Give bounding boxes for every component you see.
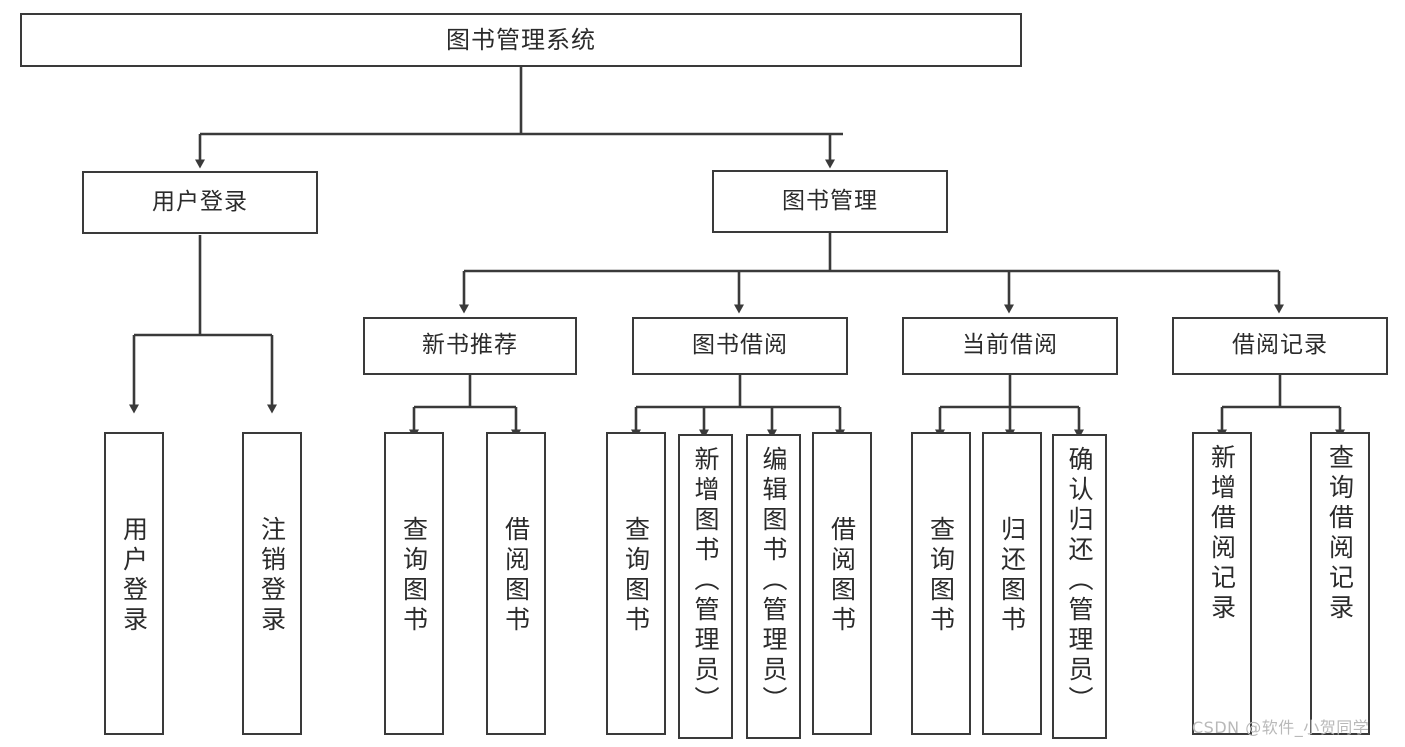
node-borrow-record[interactable]: 借阅记录	[1172, 317, 1388, 375]
leaf-borrow-book-recommend-label: 借阅图书	[501, 516, 531, 636]
leaf-add-borrow-record-label: 新增借阅记录	[1207, 444, 1237, 624]
node-root[interactable]: 图书管理系统	[20, 13, 1022, 67]
leaf-query-book-current-label: 查询图书	[926, 516, 956, 636]
node-book-borrow-label: 图书借阅	[692, 332, 788, 359]
leaf-query-borrow-record[interactable]: 查询借阅记录	[1310, 432, 1370, 735]
leaf-query-book-recommend-label: 查询图书	[399, 516, 429, 636]
leaf-edit-book-admin[interactable]: 编辑图书（管理员）	[746, 434, 801, 739]
node-new-book-recommend-label: 新书推荐	[422, 332, 518, 359]
leaf-edit-book-admin-label: 编辑图书（管理员）	[759, 446, 788, 716]
leaf-query-book-borrow-label: 查询图书	[621, 516, 651, 636]
leaf-query-book-borrow[interactable]: 查询图书	[606, 432, 666, 735]
leaf-logout-label: 注销登录	[257, 516, 287, 636]
node-user-login-label: 用户登录	[152, 188, 248, 215]
leaf-add-borrow-record[interactable]: 新增借阅记录	[1192, 432, 1252, 735]
node-new-book-recommend[interactable]: 新书推荐	[363, 317, 577, 375]
leaf-confirm-return-admin-label: 确认归还（管理员）	[1065, 446, 1094, 716]
leaf-confirm-return-admin[interactable]: 确认归还（管理员）	[1052, 434, 1107, 739]
node-borrow-record-label: 借阅记录	[1232, 332, 1328, 359]
leaf-return-book-label: 归还图书	[997, 516, 1027, 636]
node-book-borrow[interactable]: 图书借阅	[632, 317, 848, 375]
node-current-borrow[interactable]: 当前借阅	[902, 317, 1118, 375]
node-root-label: 图书管理系统	[446, 25, 596, 54]
leaf-borrow-book-recommend[interactable]: 借阅图书	[486, 432, 546, 735]
leaf-borrow-book-label: 借阅图书	[827, 516, 857, 636]
leaf-add-book-admin[interactable]: 新增图书（管理员）	[678, 434, 733, 739]
watermark-text: CSDN @软件_小贺同学	[1192, 718, 1370, 737]
leaf-query-book-recommend[interactable]: 查询图书	[384, 432, 444, 735]
leaf-query-borrow-record-label: 查询借阅记录	[1325, 444, 1355, 624]
leaf-user-login-label: 用户登录	[119, 516, 149, 636]
leaf-borrow-book[interactable]: 借阅图书	[812, 432, 872, 735]
node-user-login[interactable]: 用户登录	[82, 171, 318, 234]
node-book-management[interactable]: 图书管理	[712, 170, 948, 233]
leaf-user-login[interactable]: 用户登录	[104, 432, 164, 735]
node-current-borrow-label: 当前借阅	[962, 332, 1058, 359]
leaf-logout[interactable]: 注销登录	[242, 432, 302, 735]
leaf-return-book[interactable]: 归还图书	[982, 432, 1042, 735]
leaf-add-book-admin-label: 新增图书（管理员）	[691, 446, 720, 716]
leaf-query-book-current[interactable]: 查询图书	[911, 432, 971, 735]
node-book-management-label: 图书管理	[782, 187, 878, 214]
